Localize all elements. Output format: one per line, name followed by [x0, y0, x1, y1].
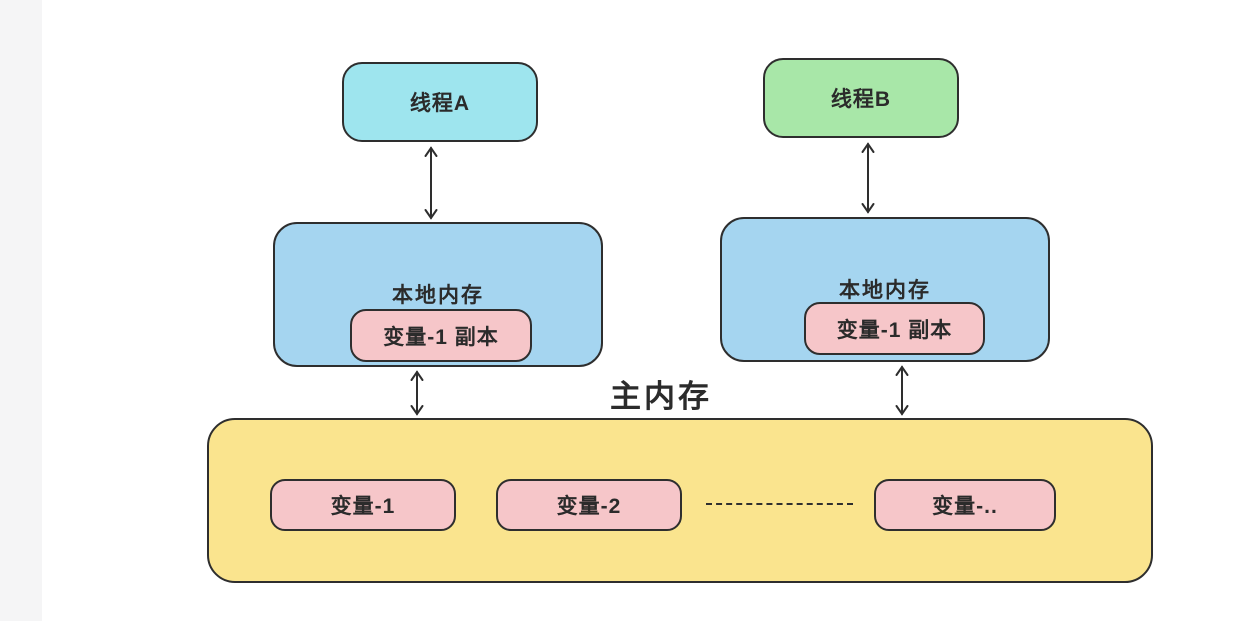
main-memory-box: 变量-1 变量-2 变量-.. — [207, 418, 1153, 583]
variable-1-box: 变量-1 — [270, 479, 456, 531]
arrow-local-a-main — [409, 369, 425, 417]
main-memory-title: 主内存 — [610, 379, 712, 414]
thread-b-box: 线程B — [763, 58, 959, 138]
variable-n-box: 变量-.. — [874, 479, 1056, 531]
variable-1-label: 变量-1 — [330, 495, 396, 518]
local-memory-a-title: 本地内存 — [392, 284, 484, 307]
variable-copy-a-label: 变量-1 副本 — [383, 325, 499, 349]
thread-a-label: 线程A — [409, 92, 471, 115]
variable-2-label: 变量-2 — [556, 495, 622, 518]
variable-copy-b-label: 变量-1 副本 — [836, 318, 953, 342]
thread-b-label: 线程B — [830, 88, 892, 111]
left-gutter — [0, 0, 42, 621]
local-memory-b-title: 本地内存 — [839, 279, 931, 302]
arrow-thread-b-local-b — [860, 141, 876, 215]
variable-n-label: 变量-.. — [932, 495, 998, 518]
ellipsis-dashes — [706, 503, 853, 505]
variable-copy-b-box: 变量-1 副本 — [804, 302, 985, 355]
variable-copy-a-box: 变量-1 副本 — [350, 309, 532, 362]
thread-a-box: 线程A — [342, 62, 538, 142]
variable-2-box: 变量-2 — [496, 479, 682, 531]
local-memory-a-box: 本地内存 变量-1 副本 — [273, 222, 603, 367]
local-memory-b-box: 本地内存 变量-1 副本 — [720, 217, 1050, 362]
arrow-local-b-main — [894, 364, 910, 417]
arrow-thread-a-local-a — [423, 145, 439, 221]
